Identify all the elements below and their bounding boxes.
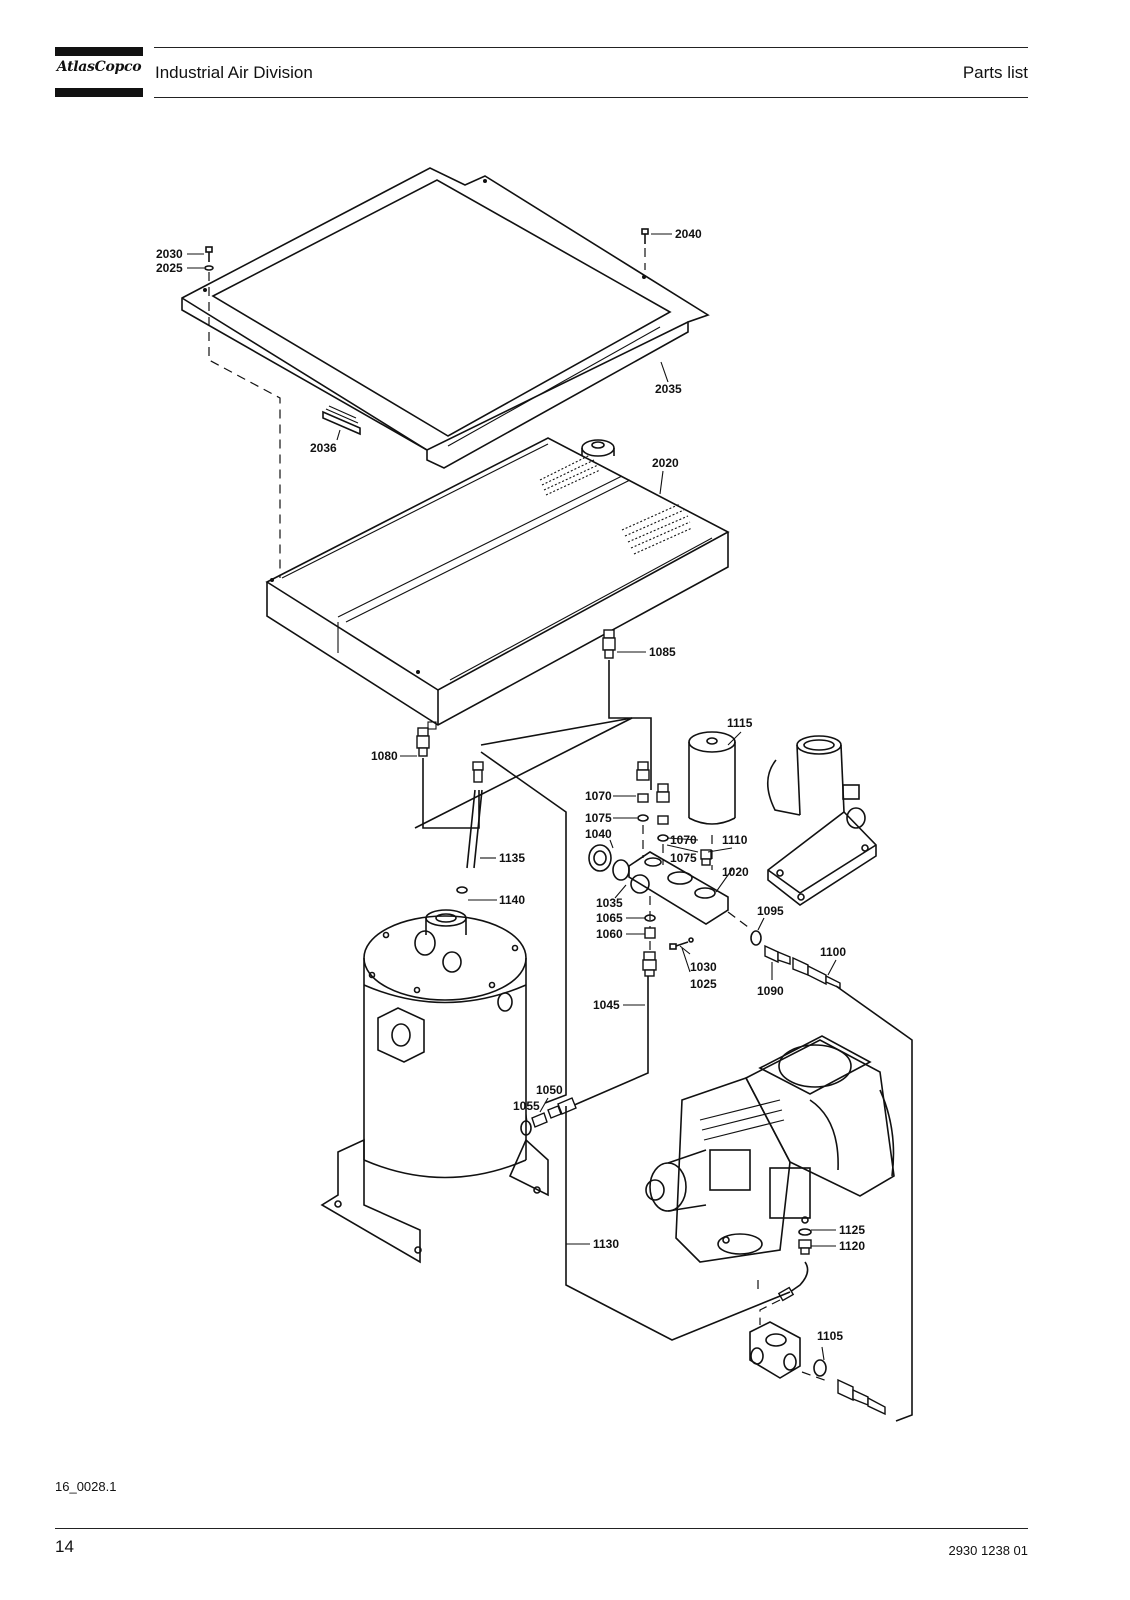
atlas-copco-logo: AtlasCopco [55, 44, 143, 100]
fitting-1120 [798, 1239, 812, 1255]
valve-housing [766, 735, 877, 906]
leader-lines [187, 233, 837, 1361]
callout-1035: 1035 [596, 896, 623, 910]
callout-2025: 2025 [156, 261, 183, 275]
callout-1115: 1115 [727, 716, 753, 730]
vent-grille-lower [621, 503, 693, 555]
callout-2036: 2036 [310, 441, 337, 455]
compressor-element [645, 1035, 895, 1263]
top-cover-panel [181, 167, 710, 469]
elbow-pipe [789, 1261, 809, 1293]
logo-wordmark: AtlasCopco [56, 59, 142, 75]
header-rule-top [154, 47, 1028, 48]
fitting-1055 [520, 1112, 548, 1136]
seal-strip [322, 405, 361, 436]
sensor-1100 [792, 956, 841, 990]
callout-1075b: 1075 [670, 851, 697, 865]
fitting-1080 [416, 727, 430, 757]
callout-1125: 1125 [839, 1223, 865, 1237]
document-number: 2930 1238 01 [948, 1543, 1028, 1558]
pipe-1135 [456, 761, 484, 894]
adapter-1090 [764, 944, 791, 965]
callout-1060: 1060 [596, 927, 623, 941]
valve-block-1105 [749, 1321, 801, 1379]
callout-1045: 1045 [593, 998, 620, 1012]
washer-1105 [813, 1359, 827, 1377]
callout-1075a: 1075 [585, 811, 612, 825]
document-type: Parts list [962, 63, 1028, 82]
callout-2035: 2035 [655, 382, 682, 396]
seal-ring-1035 [612, 859, 630, 881]
callout-1105: 1105 [817, 1329, 843, 1343]
vent-grille-upper [539, 454, 601, 496]
plug-1040 [588, 844, 612, 872]
callout-1140: 1140 [499, 893, 525, 907]
callout-2040: 2040 [675, 227, 702, 241]
callout-1090: 1090 [757, 984, 784, 998]
washer-1125 [798, 1228, 812, 1236]
callout-2030: 2030 [156, 247, 183, 261]
callout-1085: 1085 [649, 645, 676, 659]
callout-1065: 1065 [596, 911, 623, 925]
footer-rule [55, 1528, 1028, 1529]
callout-1020: 1020 [722, 865, 749, 879]
callout-1040: 1040 [585, 827, 612, 841]
callout-labels: 2030 2025 2040 2035 2036 2020 1085 1115 … [156, 227, 865, 1343]
callout-2020: 2020 [652, 456, 679, 470]
pipe-1130 [565, 1106, 791, 1341]
callout-1070b: 1070 [670, 833, 697, 847]
callout-1110: 1110 [722, 833, 748, 847]
oil-filter [688, 731, 736, 825]
oil-pipe-loop [422, 758, 480, 829]
washer-1095 [750, 930, 762, 946]
fitting-stack-right [656, 783, 670, 865]
callout-1050: 1050 [536, 1083, 563, 1097]
callout-1025: 1025 [690, 977, 717, 991]
fitting-1060 [644, 927, 656, 939]
sensor-lower [837, 1378, 886, 1416]
callout-1130: 1130 [593, 1237, 619, 1251]
logo-bar-bottom [55, 88, 143, 97]
callout-1030: 1030 [690, 960, 717, 974]
fitting-stack-left [636, 761, 650, 858]
callout-1135: 1135 [499, 851, 525, 865]
logo-bar-top [55, 47, 143, 56]
oil-separator-tank [320, 909, 549, 1264]
fitting-1045 [642, 951, 657, 977]
page-number: 14 [55, 1537, 74, 1556]
callout-1055: 1055 [513, 1099, 540, 1113]
callout-1120: 1120 [839, 1239, 865, 1253]
figure-id: 16_0028.1 [55, 1479, 117, 1494]
manifold-block [628, 851, 729, 925]
callout-1095: 1095 [757, 904, 784, 918]
callout-1100: 1100 [820, 945, 846, 959]
division-title: Industrial Air Division [155, 63, 313, 82]
pipe-route-1045 [480, 751, 567, 1104]
screw-2030 [204, 246, 214, 271]
fitting-1085 [602, 629, 616, 659]
header-rule-bottom [154, 97, 1028, 98]
bolt-1030 [669, 937, 694, 950]
callout-1070a: 1070 [585, 789, 612, 803]
fitting-1110 [700, 849, 712, 866]
fitting-1050 [547, 1097, 577, 1119]
callout-1080: 1080 [371, 749, 398, 763]
screw-2040 [641, 228, 649, 270]
sensor-line [835, 985, 913, 1422]
cooler-housing [265, 437, 730, 730]
